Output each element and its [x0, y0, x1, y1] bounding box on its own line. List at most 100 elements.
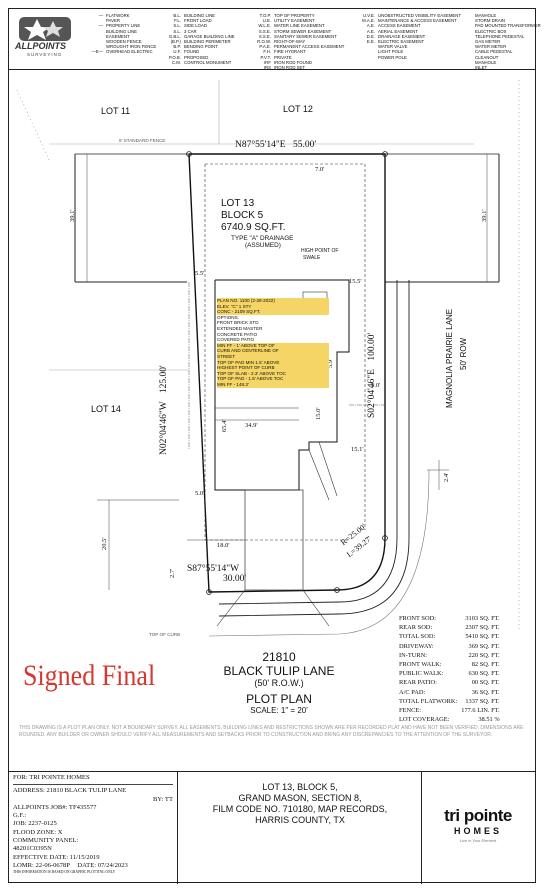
swale-label: SWALE: [303, 255, 321, 261]
dim-2-7: 2.7': [169, 568, 176, 578]
legend-text: ACCESS EASEMENT: [378, 23, 421, 29]
info-address: ADDRESS: 21810 BLACK TULIP LANE: [13, 787, 127, 795]
summary-row: A/C PAD: 36 SQ. FT.: [397, 688, 502, 697]
legend-text: BENDING POINT: [184, 44, 218, 50]
legend-text: WOODEN FENCE: [106, 39, 142, 45]
plan-note-line: TOP OF SLAB - 2.3' ABOVE TOC: [217, 370, 329, 377]
legend-text: MANHOLE: [475, 59, 497, 65]
legend-item: A.E.AERIAL EASEMENT: [361, 29, 481, 34]
info-lomr: LOMR: 22-06-0678P: [13, 861, 70, 869]
legend-text: WATER LINE EASEMENT: [274, 23, 325, 29]
legend-item: PAVER: [89, 18, 169, 23]
legend-text: ELECTRIC EASEMENT: [378, 39, 425, 45]
legend-code: —: [98, 13, 103, 18]
lot-13-label: LOT 13: [221, 198, 255, 209]
summary-row: IN-TURN: 220 SQ. FT.: [397, 651, 502, 660]
legend-code: —: [98, 23, 103, 29]
plan-note-line: EXTENDED MASTER: [217, 325, 263, 331]
high-point-label: HIGH POINT OF: [301, 248, 339, 254]
dim-5-0-b: 5.0': [195, 490, 205, 497]
legend-item: F.H.FIRE HYDRANT: [257, 49, 357, 54]
south-bearing: S87°55'14"W: [187, 564, 239, 574]
summary-value: 5410 SQ. FT.: [465, 633, 500, 641]
summary-row: FRONT SOD:3103 SQ. FT.: [397, 614, 502, 623]
dim-39-1-right: 39.1': [481, 209, 488, 222]
legend-text: UTILITY EASEMENT: [274, 18, 315, 24]
legend-text: GAS METER: [475, 39, 501, 45]
summary-label: FRONT WALK:: [399, 661, 442, 669]
legend-text: PAD MOUNTED TRANSFORMER: [475, 23, 541, 29]
dim-15-1: 15.1': [351, 446, 364, 453]
summary-label: FRONT SOD:: [399, 615, 436, 622]
summary-value: 220 SQ. FT.: [468, 651, 500, 659]
plan-note-line: MIN FF - 148.3': [217, 381, 329, 388]
plan-note-line: CURB AND CENTERLINE OF: [217, 348, 329, 354]
legend-text: LIGHT POLE: [378, 49, 404, 55]
legend-text: WATER VALVE: [378, 44, 408, 50]
legend-text: SIDE LOAD: [184, 23, 207, 29]
legal-line-4: HARRIS COUNTY, TX: [255, 815, 345, 825]
dim-65-4: 65.4': [221, 419, 228, 432]
legend-text: BUILDING PERIMETER: [184, 39, 231, 45]
summary-label: TOTAL FLATWORK:: [399, 697, 458, 705]
dim-18-0: 18.0': [217, 542, 230, 549]
summary-value: 36 SQ. FT.: [471, 688, 500, 696]
builder-tag: Live in Your Element: [459, 838, 497, 843]
summary-label: FENCE:: [399, 707, 422, 715]
summary-label: A/C PAD:: [399, 688, 426, 696]
address-number: 21810: [262, 650, 296, 664]
legend-code: S.L.: [173, 23, 181, 29]
legend-code: P.A.E.: [259, 44, 271, 50]
legend-item: EASEMENT: [89, 34, 169, 39]
plan-note-line: FRONT BRICK STD: [217, 320, 259, 326]
quantities-summary: FRONT SOD:3103 SQ. FT.REAR SOD:2307 SQ. …: [397, 614, 502, 724]
plot-plan-drawing: LOT 11 LOT 12 LOT 14 LOT 13 BLOCK 5 6740…: [9, 70, 535, 650]
legend-text: STORM DRAIN: [475, 18, 506, 24]
dim-20-5: 20.5': [101, 537, 108, 550]
lot-area: 6740.9 SQ.FT.: [221, 222, 286, 233]
info-panel: 48201C0395N: [13, 845, 52, 853]
legend-item: PAD MOUNTED TRANSFORMER: [475, 23, 541, 28]
address-row: (50' R.O.W.): [254, 678, 304, 688]
legend-item: BUILDING LINE: [89, 29, 169, 34]
builder-sub: HOMES: [453, 826, 502, 836]
legend-item: P.V.T.PRIVATE: [257, 55, 357, 60]
info-job-no: JOB: 2237-0125: [13, 820, 57, 828]
east-bearing-distance: 100.00': [367, 332, 377, 361]
legend-text: ELECTRIC BOX: [475, 28, 507, 34]
legal-line-2: GRAND MASON, SECTION 8,: [238, 793, 362, 803]
company-logo: ALLPOINTS SURVEYING: [13, 13, 77, 59]
fence-note: 6' STANDARD FENCE: [119, 138, 166, 143]
summary-label: IN-TURN:: [399, 651, 428, 659]
summary-label: PUBLIC WALK:: [399, 670, 444, 678]
legend-text: CLEANOUT: [475, 54, 499, 60]
legend-code: IRS: [263, 65, 271, 71]
legend-item: E.E.ELECTRIC EASEMENT: [361, 39, 481, 44]
legend-divider: [9, 69, 535, 70]
legend-text: 3 CAR: [184, 28, 197, 34]
legend-item: WROUGHT IRON FENCE: [89, 44, 169, 49]
logo-subtext: SURVEYING: [27, 52, 63, 57]
west-bearing: N02°04'46"W 125.00': [159, 365, 169, 455]
builder-name: tri pointe: [444, 806, 512, 825]
legend-text: PAVER: [106, 18, 120, 24]
drainage-assumed: (ASSUMED): [245, 242, 281, 249]
legend-text: SANITARY SEWER EASEMENT: [274, 33, 337, 39]
legend-code: D.E.: [366, 33, 375, 39]
legend-text: PRIVATE: [274, 54, 292, 60]
legend-item: U.F.FOUND: [167, 49, 253, 54]
legend-item: P.O.B.PROPOSED: [167, 55, 253, 60]
summary-label: REAR SOD:: [399, 624, 433, 632]
drainage-type: TYPE "A" DRAINAGE: [231, 235, 294, 242]
legend-item: INLET: [475, 65, 535, 70]
legend-item: CLEANOUT: [475, 55, 535, 60]
lot-14-label: LOT 14: [91, 404, 121, 414]
disclaimer: THIS DRAWING IS A PLOT PLAN ONLY. NOT A …: [19, 725, 524, 739]
info-date: DATE: 07/24/2023: [77, 861, 128, 869]
dim-34-9: 34.9': [245, 422, 258, 429]
